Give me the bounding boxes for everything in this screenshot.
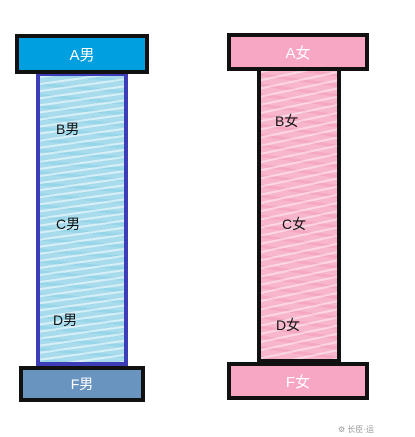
female-top-block: A女 — [227, 33, 369, 71]
female-bottom-label: F女 — [285, 373, 311, 391]
female-middle-label: C女 — [282, 216, 307, 232]
female-bottom-block: F女 — [227, 362, 369, 400]
female-upper-label: B女 — [275, 113, 299, 129]
male-top-label: A男 — [69, 46, 95, 64]
male-top-block: A男 — [15, 34, 149, 74]
male-bottom-block: F男 — [19, 366, 145, 402]
male-middle-label: C男 — [56, 216, 81, 232]
male-lower-label: D男 — [53, 312, 78, 328]
male-column-shaft — [36, 72, 128, 366]
female-top-label: A女 — [285, 44, 311, 62]
female-lower-label: D女 — [276, 317, 301, 333]
female-column-shaft — [257, 67, 341, 363]
watermark: ⚙ 长臣·运 — [338, 425, 375, 434]
male-bottom-label: F男 — [70, 376, 94, 392]
male-upper-label: B男 — [56, 121, 80, 137]
